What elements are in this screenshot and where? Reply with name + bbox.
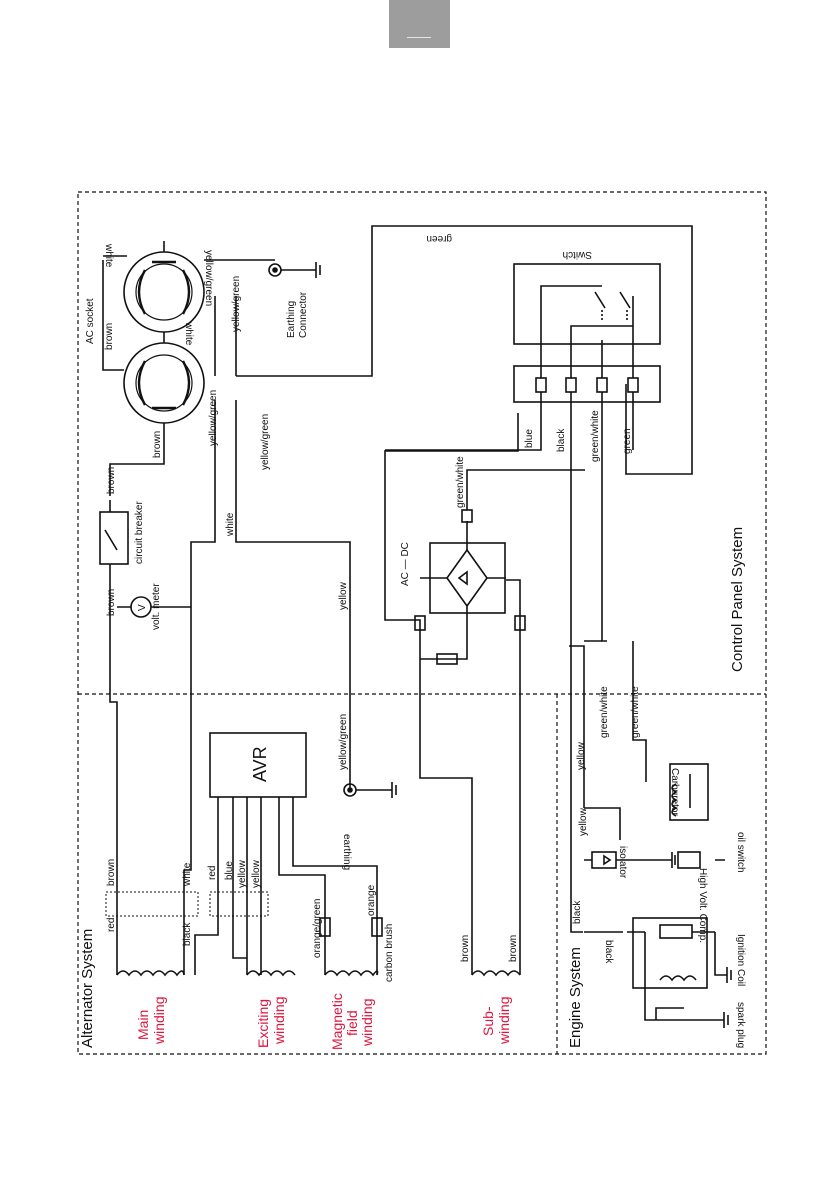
magnetic-field-winding-label-3: winding xyxy=(359,999,375,1047)
wire-label-brown-breaker-top: brown xyxy=(106,467,117,494)
wire-label-yellow-green-socket: yellow/green xyxy=(231,276,242,332)
wire-label-green-white-engine-2: green/white xyxy=(630,686,641,738)
wire-label-yellow-main: yellow xyxy=(338,581,349,610)
carbon-brush-label: carbon brush xyxy=(384,924,395,982)
ac-socket-upper-inner xyxy=(135,263,193,321)
page-tab-line xyxy=(407,37,431,38)
terminal-block xyxy=(513,365,661,403)
winding-labels: Main winding Exciting winding Magnetic f… xyxy=(135,993,512,1050)
wire-label-white-socket: white xyxy=(183,321,194,346)
exciting-winding-label: Exciting xyxy=(255,999,271,1048)
circuit-breaker-body xyxy=(99,511,129,565)
wire-label-red: red xyxy=(106,918,117,932)
high-volt-comp-label: High Volt. Comp. xyxy=(697,868,708,943)
wire-label-green-panel: green xyxy=(622,428,633,454)
circuit-breaker-label: circuit breaker xyxy=(134,501,145,564)
wire-label-white-main: white xyxy=(182,862,193,887)
main-winding-label: Main xyxy=(135,1010,151,1040)
wire-label-black-main: black xyxy=(182,922,193,946)
wire-label-black-engine: black xyxy=(572,900,583,924)
earthing-label: earthing xyxy=(341,834,352,870)
page-tab xyxy=(389,0,450,48)
earthing-connector-label: Earthing xyxy=(286,301,297,338)
ac-socket-label: AC socket xyxy=(85,298,96,344)
wire-label-brown-main: brown xyxy=(106,859,117,886)
wire-label-yellow-avr-2: yellow xyxy=(251,859,262,888)
wiring xyxy=(99,225,732,1028)
avr-label: AVR xyxy=(250,746,270,782)
sub-winding-label-2: winding xyxy=(496,997,512,1045)
switch-label: Switch xyxy=(563,249,592,260)
sub-winding-label: Sub- xyxy=(480,1006,496,1036)
wire-label-green-white-rectifier: green/white xyxy=(455,456,466,508)
ac-socket-lower-inner xyxy=(135,354,193,412)
ignition-box xyxy=(632,917,708,989)
volt-meter-label: volt. meter xyxy=(151,583,162,630)
magnetic-field-winding-label-2: field xyxy=(344,1010,360,1036)
component-labels: AVR earthing carbon brush Carburetor oil… xyxy=(85,249,746,1048)
wire-label-brown-socket: brown xyxy=(152,431,163,458)
engine-system-label: Engine System xyxy=(567,947,584,1048)
system-frames xyxy=(77,191,767,1055)
wire-label-brown-sub-2: brown xyxy=(508,935,519,962)
alternator-system-label: Alternator System xyxy=(79,929,96,1048)
wire-label-green-white-panel: green/white xyxy=(590,410,601,462)
wire-label-green-top: green xyxy=(426,233,452,244)
wire-label-yellow-green-lower: yellow/green xyxy=(260,414,271,470)
wire-label-blue-panel: blue xyxy=(524,429,535,448)
wire-label-red-avr: red xyxy=(207,866,218,880)
wire-label-black-ignition: black xyxy=(603,940,614,964)
rectifier-label: AC — DC xyxy=(400,542,411,586)
carburetor-label: Carburetor xyxy=(669,768,680,816)
exciting-winding-label-2: winding xyxy=(271,997,287,1045)
avr-box xyxy=(209,732,307,798)
oil-switch-label: oil switch xyxy=(735,832,746,873)
wire-label-yellow-green-earth: yellow/green xyxy=(338,714,349,770)
wire-label-yellow-engine-1: yellow xyxy=(576,741,587,770)
wire-label-white-vertical: white xyxy=(225,512,236,537)
magnetic-field-winding-label: Magnetic xyxy=(329,993,345,1050)
wire-label-brown-sub-1: brown xyxy=(460,935,471,962)
wire-label-yellow-avr-1: yellow xyxy=(237,859,248,888)
wire-label-yellow-green-top: yellow/green xyxy=(203,250,214,306)
wire-label-brown-breaker-bottom: brown xyxy=(106,589,117,616)
switch-box xyxy=(513,263,661,345)
wire-labels: red brown black white red blue yellow ye… xyxy=(103,233,641,964)
wire-label-orange: orange xyxy=(366,884,377,916)
main-winding-label-2: winding xyxy=(151,997,167,1045)
system-labels: Alternator System Control Panel System E… xyxy=(79,527,746,1048)
earthing-connector-label-2: Connector xyxy=(298,291,309,338)
wire-label-green-white-engine-1: green/white xyxy=(599,686,610,738)
volt-meter-symbol-label: V xyxy=(137,604,148,611)
spark-plug-label: spark plug xyxy=(735,1002,746,1048)
wire-label-yellow-green-mid: yellow/green xyxy=(208,390,219,446)
isolator-label: isolator xyxy=(617,846,628,879)
carburetor-box xyxy=(669,763,709,821)
wire-label-blue-avr: blue xyxy=(224,861,235,880)
wire-label-brown-socket-left: brown xyxy=(104,323,115,350)
outer-frame xyxy=(77,191,767,1055)
control-panel-system-label: Control Panel System xyxy=(729,527,746,672)
wire-label-black-panel: black xyxy=(556,428,567,452)
wire-label-orange-green: orange/green xyxy=(312,899,323,959)
wire-label-white-top: white xyxy=(103,243,114,268)
wire-label-yellow-engine-2: yellow xyxy=(578,807,589,836)
ignition-coil-label: Ignition Coil xyxy=(735,934,746,986)
